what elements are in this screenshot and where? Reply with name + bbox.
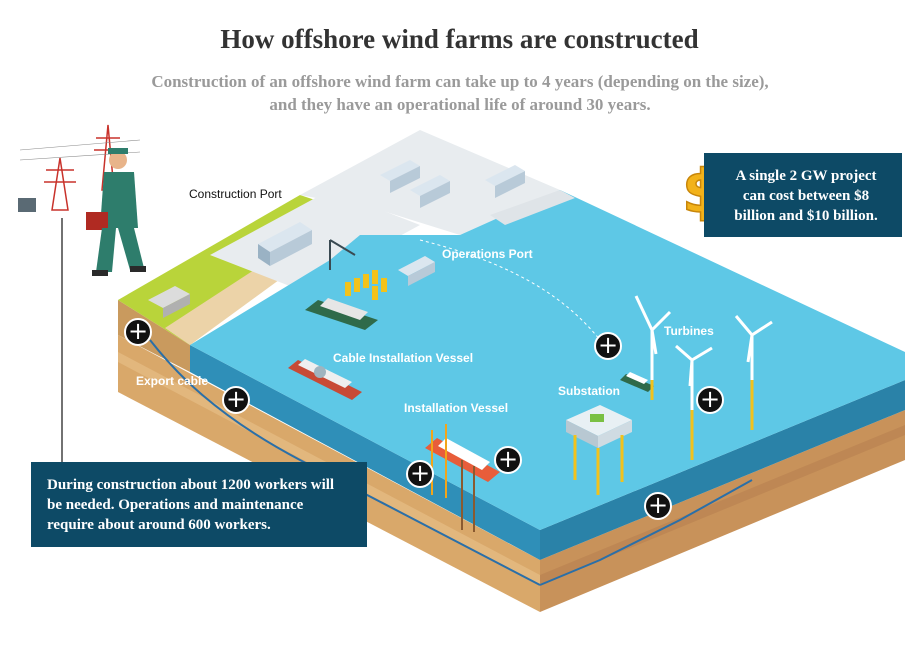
expand-button-turbines[interactable]: + — [696, 386, 724, 414]
expand-button-export-cable[interactable]: + — [222, 386, 250, 414]
installation-vessel-graphic — [425, 424, 500, 532]
cost-info-box: A single 2 GW project can cost between $… — [704, 153, 902, 237]
small-transformer-icon — [18, 198, 36, 212]
cost-line-3: billion and $10 billion. — [734, 208, 878, 224]
workers-line-1: During construction about 1200 workers w… — [47, 477, 335, 493]
workers-line-2: be needed. Operations and maintenance — [47, 497, 304, 513]
expand-button-seabed-cable[interactable]: + — [644, 492, 672, 520]
route-dashed-line — [419, 239, 601, 341]
construction-port-area — [210, 190, 420, 290]
label-operations-port: Operations Port — [442, 247, 533, 261]
label-construction-port: Construction Port — [189, 187, 282, 201]
turbine-3 — [734, 315, 773, 430]
label-export-cable: Export cable — [136, 374, 209, 388]
worker-icon — [86, 148, 146, 276]
export-cable-line — [149, 339, 541, 586]
subtitle-line-2: and they have an operational life of aro… — [269, 95, 651, 114]
subtitle-line-1: Construction of an offshore wind farm ca… — [151, 72, 769, 91]
cable-installation-vessel-graphic — [288, 359, 362, 400]
label-turbines: Turbines — [664, 324, 714, 338]
cost-line-2: can cost between $8 — [742, 188, 870, 204]
expand-button-cable-vessel[interactable]: + — [406, 460, 434, 488]
turbine-1 — [634, 295, 672, 400]
cost-line-1: A single 2 GW project — [735, 168, 877, 184]
onshore-substation-graphic — [148, 286, 190, 318]
label-installation-vessel: Installation Vessel — [404, 401, 509, 415]
workers-line-3: require about around 600 workers. — [47, 517, 271, 533]
expand-button-installation-vessel[interactable]: + — [494, 446, 522, 474]
water-side-right — [540, 380, 905, 560]
expand-button-construction-port[interactable]: + — [124, 318, 152, 346]
label-cable-installation-vessel: Cable Installation Vessel — [333, 351, 474, 365]
inter-array-cable — [539, 479, 753, 586]
water-side-left — [190, 345, 540, 560]
label-substation: Substation — [558, 384, 620, 398]
substation-graphic — [566, 405, 632, 495]
page-subtitle: Construction of an offshore wind farm ca… — [130, 70, 790, 116]
warehouses — [258, 160, 525, 286]
service-vessel-graphic — [620, 372, 654, 392]
port-ship — [305, 298, 378, 330]
seabed-front-right — [540, 410, 905, 612]
expand-button-operations-port[interactable]: + — [594, 332, 622, 360]
page-title: How offshore wind farms are constructed — [220, 24, 699, 54]
turbine-2 — [675, 344, 713, 460]
workers-info-box: During construction about 1200 workers w… — [31, 462, 367, 547]
operations-pier — [490, 190, 575, 225]
port-crane — [329, 239, 356, 270]
turbine-parts-stack — [345, 270, 387, 300]
